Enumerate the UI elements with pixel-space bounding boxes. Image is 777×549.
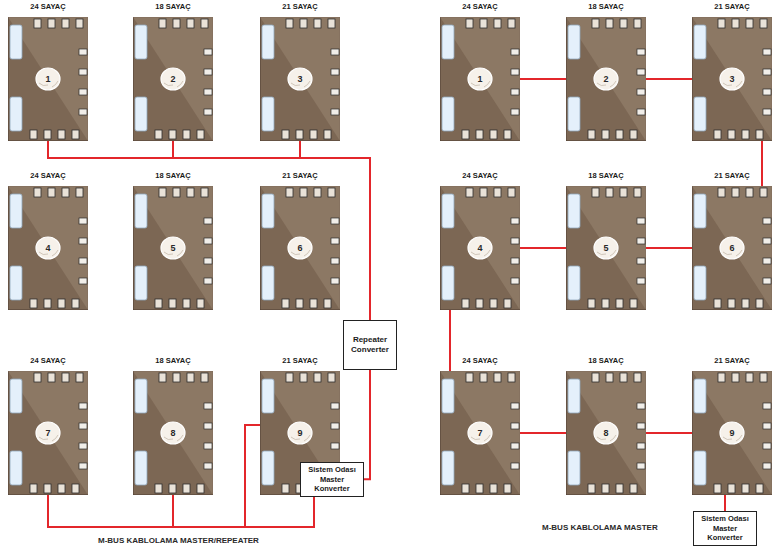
meter-count-label: 24 SAYAÇ	[0, 2, 108, 12]
building-number: 7	[470, 423, 490, 443]
mbus-cable	[48, 141, 370, 320]
converter-label: Sistem Odası Master Konverter	[696, 514, 754, 543]
mbus-cable	[520, 78, 566, 80]
meter-count-label: 18 SAYAÇ	[113, 171, 233, 181]
building-number: 8	[596, 423, 616, 443]
meter-count-label: 18 SAYAÇ	[546, 171, 666, 181]
building-number: 2	[163, 69, 183, 89]
converter-label: Sistem Odası Master Konverter	[303, 465, 361, 494]
building-number: 3	[290, 69, 310, 89]
mbus-cable	[646, 78, 692, 80]
building-plan: 18 SAYAÇ2	[566, 17, 646, 141]
building-plan: 24 SAYAÇ4	[8, 186, 88, 310]
building-number: 7	[38, 423, 58, 443]
building-plan: 24 SAYAÇ4	[440, 186, 520, 310]
mbus-cable	[364, 370, 370, 479]
meter-count-label: 24 SAYAÇ	[420, 171, 540, 181]
building-number: 8	[163, 423, 183, 443]
meter-count-label: 18 SAYAÇ	[546, 2, 666, 12]
mbus-cable	[646, 432, 692, 434]
building-number: 6	[722, 238, 742, 258]
converter-box: Sistem Odası Master Konverter	[300, 462, 364, 497]
building-plan: 24 SAYAÇ7	[8, 371, 88, 495]
building-plan: 21 SAYAÇ6	[692, 186, 772, 310]
building-plan: 21 SAYAÇ3	[260, 17, 340, 141]
building-plan: 21 SAYAÇ3	[692, 17, 772, 141]
meter-count-label: 21 SAYAÇ	[240, 356, 360, 366]
building-plan: 18 SAYAÇ8	[566, 371, 646, 495]
meter-count-label: 24 SAYAÇ	[0, 171, 108, 181]
building-plan: 21 SAYAÇ6	[260, 186, 340, 310]
diagram-caption: M-BUS KABLOLAMA MASTER/REPEATER	[98, 536, 259, 546]
diagram-caption: M-BUS KABLOLAMA MASTER	[542, 523, 658, 533]
mbus-cable	[724, 495, 726, 511]
converter-box: Repeater Converter	[343, 320, 397, 370]
building-number: 1	[470, 69, 490, 89]
building-number: 5	[596, 238, 616, 258]
meter-count-label: 21 SAYAÇ	[672, 171, 777, 181]
building-plan: 24 SAYAÇ7	[440, 371, 520, 495]
building-number: 2	[596, 69, 616, 89]
meter-count-label: 21 SAYAÇ	[240, 171, 360, 181]
building-number: 1	[38, 69, 58, 89]
meter-count-label: 24 SAYAÇ	[420, 356, 540, 366]
meter-count-label: 24 SAYAÇ	[0, 356, 108, 366]
meter-count-label: 18 SAYAÇ	[546, 356, 666, 366]
meter-count-label: 21 SAYAÇ	[672, 356, 777, 366]
building-plan: 24 SAYAÇ1	[440, 17, 520, 141]
building-number: 4	[38, 238, 58, 258]
building-plan: 24 SAYAÇ1	[8, 17, 88, 141]
meter-count-label: 21 SAYAÇ	[240, 2, 360, 12]
meter-count-label: 18 SAYAÇ	[113, 356, 233, 366]
mbus-cable	[646, 247, 692, 249]
building-plan: 18 SAYAÇ2	[133, 17, 213, 141]
mbus-cable	[173, 495, 314, 527]
building-number: 5	[163, 238, 183, 258]
building-number: 9	[290, 423, 310, 443]
building-plan: 21 SAYAÇ9	[692, 371, 772, 495]
meter-count-label: 18 SAYAÇ	[113, 2, 233, 12]
converter-box: Sistem Odası Master Konverter	[693, 511, 757, 546]
building-number: 3	[722, 69, 742, 89]
meter-count-label: 24 SAYAÇ	[420, 2, 540, 12]
building-number: 4	[470, 238, 490, 258]
converter-label: Repeater Converter	[346, 335, 394, 355]
building-number: 6	[290, 238, 310, 258]
building-plan: 18 SAYAÇ5	[133, 186, 213, 310]
building-plan: 18 SAYAÇ5	[566, 186, 646, 310]
building-plan: 18 SAYAÇ8	[133, 371, 213, 495]
meter-count-label: 21 SAYAÇ	[672, 2, 777, 12]
mbus-cable	[48, 495, 314, 527]
mbus-cable	[761, 141, 763, 186]
mbus-cable	[449, 310, 451, 371]
mbus-cable	[520, 432, 566, 434]
mbus-cable	[520, 247, 566, 249]
building-number: 9	[722, 423, 742, 443]
